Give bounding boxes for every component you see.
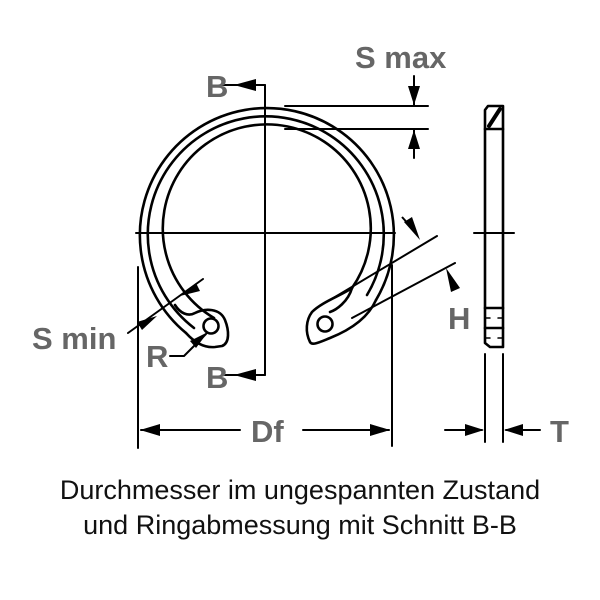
ring-middle-line [146, 115, 386, 330]
b-top-arrow [234, 79, 256, 91]
left-lug [173, 303, 230, 349]
h-extension-bottom [351, 262, 456, 319]
label-b-bottom: B [206, 360, 229, 395]
label-s-max: S max [355, 40, 447, 75]
right-lug [305, 286, 378, 345]
label-t: T [550, 414, 569, 449]
section-b-b-view [473, 104, 515, 349]
label-r: R [146, 339, 169, 374]
h-extension-top [329, 235, 438, 301]
ring-body [138, 106, 396, 335]
ring-outer-edge [138, 106, 396, 335]
caption-line-1: Durchmesser im ungespannten Zustand [59, 475, 541, 505]
label-s-min: S min [32, 321, 117, 356]
ring-inner-edge [161, 123, 373, 320]
caption-line-2: und Ringabmessung mit Schnitt B-B [83, 510, 517, 540]
label-df: Df [251, 414, 284, 449]
b-bottom-arrow [234, 369, 256, 381]
label-h: H [448, 301, 471, 336]
label-b-top: B [206, 69, 229, 104]
